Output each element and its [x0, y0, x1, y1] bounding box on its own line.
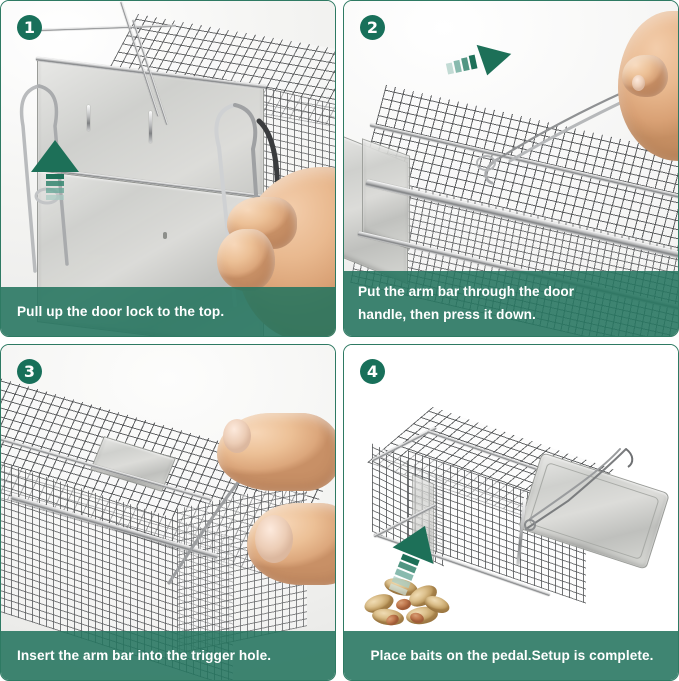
- step-badge-4: 4: [360, 359, 385, 384]
- step-panel-1: 1 Pull up the door lock to the top.: [0, 0, 336, 337]
- step-2-photo: 2 Put the arm bar through the door handl…: [344, 1, 678, 336]
- caption-line: handle, then press it down.: [358, 307, 536, 322]
- fingernail-index: [223, 419, 251, 453]
- step-badge-3: 3: [17, 359, 42, 384]
- thumb: [217, 229, 275, 291]
- door-lock-wire: [19, 84, 69, 273]
- step-4-photo: 4 Place baits on the pedal.Setup is comp…: [344, 345, 678, 680]
- step-badge-1: 1: [17, 15, 42, 40]
- fingernail: [632, 75, 645, 91]
- caption-line: Put the arm bar through the door: [358, 284, 575, 299]
- step-panel-2: 2 Put the arm bar through the door handl…: [343, 0, 679, 337]
- plate-rivet: [163, 232, 167, 239]
- latch-hook-mid: [149, 111, 152, 143]
- arm-bar-hook: [476, 155, 496, 171]
- step-panel-3: 3 Insert the arm bar into the trigger ho…: [0, 344, 336, 681]
- step-1-caption: Pull up the door lock to the top.: [1, 287, 335, 336]
- latch-hook-left: [87, 105, 90, 131]
- step-2-caption: Put the arm bar through the door handle,…: [344, 271, 678, 336]
- step-badge-2: 2: [360, 15, 385, 40]
- bait-pile: [362, 573, 454, 629]
- caption-line: Place baits on the pedal.Setup is comple…: [370, 648, 654, 663]
- step-panel-4: 4 Place baits on the pedal.Setup is comp…: [343, 344, 679, 681]
- trigger-linkage-wire: [524, 448, 634, 531]
- peanut-kernel: [395, 597, 412, 612]
- step-1-photo: 1 Pull up the door lock to the top.: [1, 1, 335, 336]
- step-3-caption: Insert the arm bar into the trigger hole…: [1, 631, 335, 680]
- caption-line: Pull up the door lock to the top.: [17, 304, 225, 319]
- index-finger: [622, 55, 668, 97]
- caption-line: Insert the arm bar into the trigger hole…: [17, 648, 272, 663]
- fingernail-thumb: [255, 515, 293, 563]
- step-4-caption: Place baits on the pedal.Setup is comple…: [344, 631, 678, 680]
- step-3-photo: 3 Insert the arm bar into the trigger ho…: [1, 345, 335, 680]
